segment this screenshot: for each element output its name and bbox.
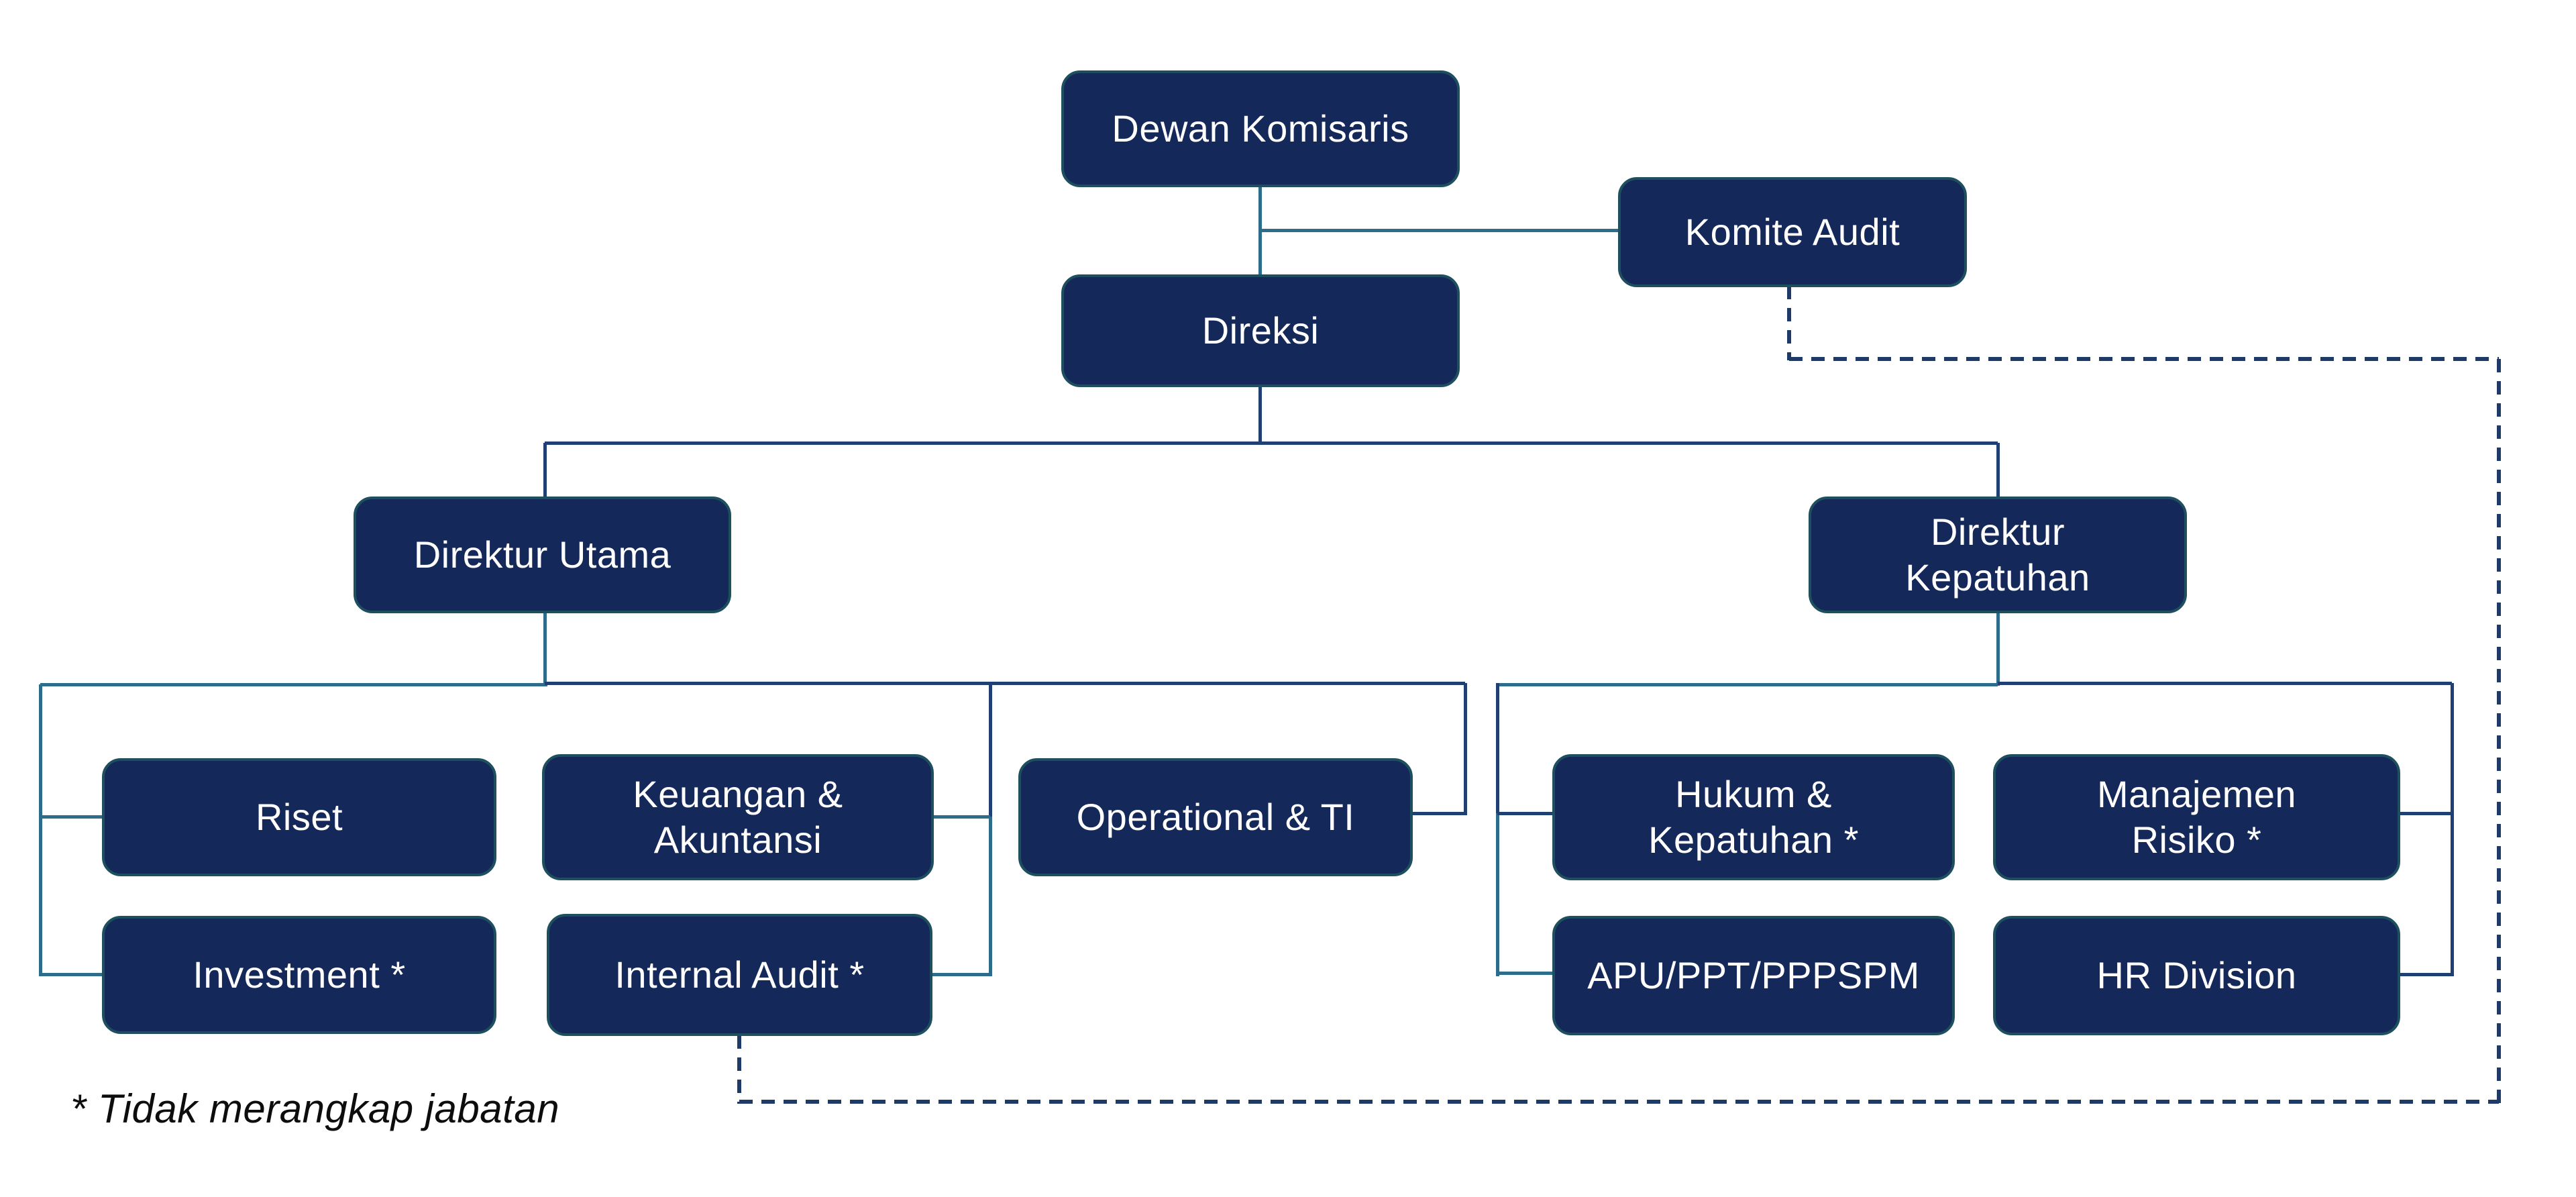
connector-line-segment <box>1996 613 2000 686</box>
org-node-direksi: Direksi <box>1061 274 1460 387</box>
org-node-keuangan-akuntansi: Keuangan & Akuntansi <box>542 754 934 880</box>
connector-line-segment <box>988 817 992 976</box>
connector-line-segment <box>1495 683 1499 815</box>
footnote-tidak-merangkap-jabatan: * Tidak merangkap jabatan <box>70 1086 560 1131</box>
org-node-dewan-komisaris: Dewan Komisaris <box>1061 70 1460 187</box>
connector-line-segment <box>2400 811 2452 815</box>
connector-line-segment <box>543 443 547 497</box>
connector-line-segment <box>1495 813 1499 976</box>
dashed-audit-line-segment <box>2497 359 2501 1104</box>
org-node-investment: Investment * <box>102 916 496 1034</box>
org-node-direktur-utama: Direktur Utama <box>354 497 731 613</box>
connector-line-segment <box>40 815 102 819</box>
org-node-apu-ppt-pppspm: APU/PPT/PPPSPM <box>1552 916 1955 1035</box>
org-node-komite-audit: Komite Audit <box>1618 177 1967 287</box>
connector-line-segment <box>1258 386 1262 444</box>
connector-line-segment <box>2400 972 2452 976</box>
connector-line-segment <box>1260 228 1618 232</box>
dashed-audit-line-segment <box>1787 286 1791 360</box>
org-node-internal-audit: Internal Audit * <box>547 914 932 1036</box>
connector-line-segment <box>543 613 547 686</box>
org-node-riset: Riset <box>102 758 496 876</box>
dashed-audit-line-segment <box>739 1100 2499 1104</box>
connector-line-segment <box>1413 811 1465 815</box>
connector-line-segment <box>40 972 102 976</box>
connector-line-segment <box>932 972 990 976</box>
connector-line-segment <box>932 815 990 819</box>
org-node-direktur-kepatuhan: Direktur Kepatuhan <box>1809 497 2187 613</box>
org-node-hukum-kepatuhan: Hukum & Kepatuhan * <box>1552 754 1955 880</box>
org-node-manajemen-risiko: Manajemen Risiko * <box>1993 754 2400 880</box>
connector-line-segment <box>38 684 42 976</box>
connector-line-segment <box>1998 681 2452 685</box>
org-node-hr-division: HR Division <box>1993 916 2400 1035</box>
connector-line-segment <box>40 682 547 686</box>
dashed-audit-line-segment <box>737 1035 741 1104</box>
dashed-audit-line-segment <box>1789 357 2499 361</box>
connector-line-segment <box>1996 443 2000 497</box>
connector-line-segment <box>545 681 1465 685</box>
connector-line-segment <box>545 441 1998 445</box>
connector-line-segment <box>1497 811 1552 815</box>
connector-line-segment <box>1497 971 1552 975</box>
org-node-operational-ti: Operational & TI <box>1018 758 1413 876</box>
connector-line-segment <box>988 683 992 820</box>
connector-line-segment <box>1463 683 1467 815</box>
connector-line-segment <box>1497 682 1998 686</box>
connector-line-segment <box>2450 683 2454 976</box>
